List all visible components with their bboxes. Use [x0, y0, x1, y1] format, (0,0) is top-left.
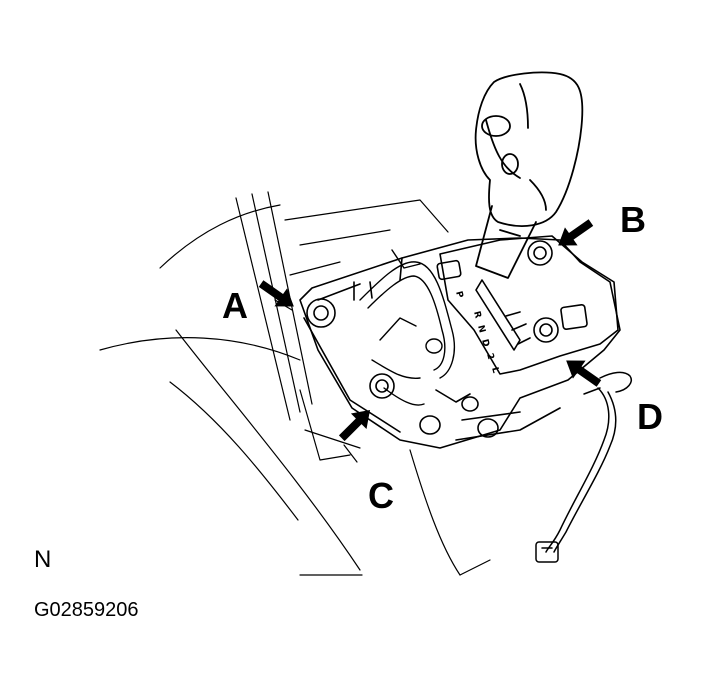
arrow-b-icon: [558, 219, 594, 246]
wire-harness-left: [359, 249, 456, 406]
gate-letter-n: N: [475, 324, 487, 334]
shift-lever: [474, 71, 584, 279]
callout-a: A: [222, 285, 248, 326]
gate-letter-l: L: [489, 366, 500, 374]
orientation-letter: N: [34, 546, 52, 573]
gate-letter-r: R: [471, 310, 482, 319]
callout-d: D: [637, 396, 663, 437]
shift-gate-plate: [436, 235, 619, 375]
shifter-housing: [299, 237, 621, 449]
bolt-a-icon: [306, 298, 336, 328]
arrow-c-icon: [338, 409, 371, 442]
shift-gate-letters: P R N D 2 L: [453, 290, 500, 374]
callout-c: C: [368, 475, 394, 516]
arrow-d-icon: [566, 360, 602, 387]
bolt-d-icon: [533, 317, 559, 343]
bolt-b-icon: [527, 240, 553, 266]
bolt-c-icon: [369, 373, 395, 399]
gate-letter-2: 2: [484, 352, 495, 361]
figure-id: G02859206: [34, 599, 139, 621]
gate-letter-d: D: [479, 338, 491, 348]
shift-cable-right: [535, 371, 632, 563]
callout-b: B: [620, 199, 646, 240]
console-outline: [99, 191, 491, 576]
gate-letter-p: P: [453, 290, 464, 299]
arrow-a-icon: [258, 280, 294, 307]
